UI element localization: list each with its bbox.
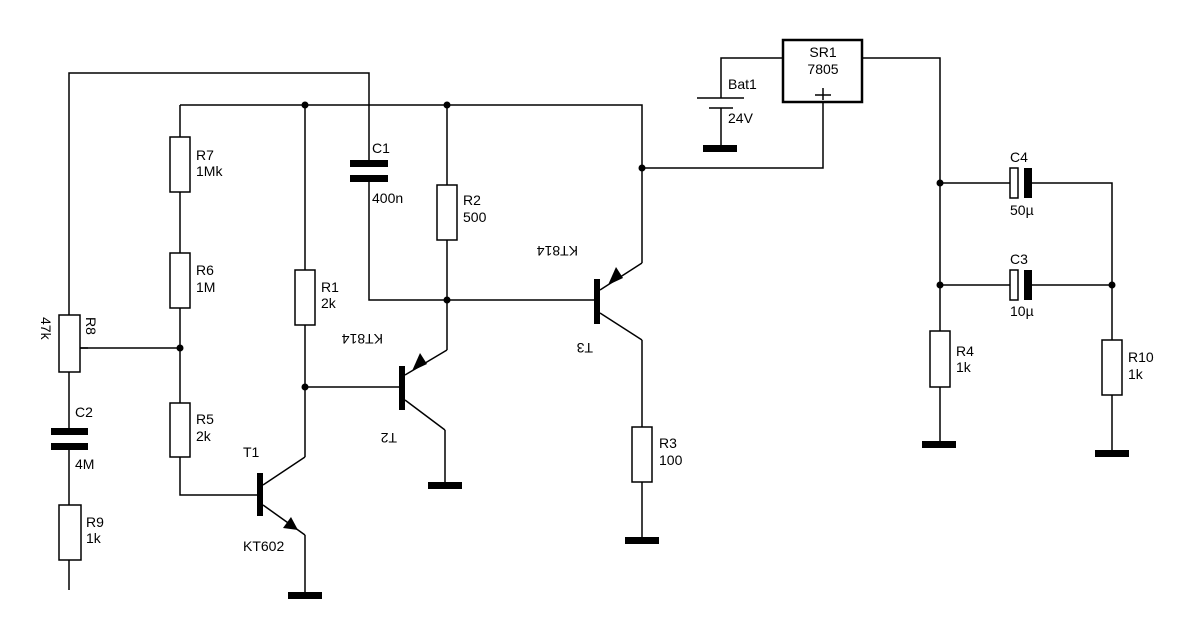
label-t3-value: KT814: [537, 243, 578, 259]
resistor-r4: [929, 330, 951, 388]
label-r10-value: 1k: [1128, 366, 1144, 382]
label-r9-name: R9: [86, 514, 104, 530]
label-c2-value: 4M: [75, 456, 94, 472]
label-t2-value: KT814: [342, 331, 383, 347]
label-r8-value: 47k: [38, 317, 54, 341]
resistor-r7: [169, 136, 191, 193]
junction-dot: [443, 101, 451, 109]
label-c1-name: C1: [372, 140, 390, 156]
ground-symbol: [922, 441, 956, 448]
label-r6-value: 1M: [196, 279, 215, 295]
ground-symbol: [1095, 450, 1129, 457]
label-sr1-value: 7805: [807, 61, 838, 77]
label-c4-value: 50µ: [1010, 202, 1034, 218]
capacitor-c4: [1009, 167, 1032, 199]
transistor-t2: [399, 349, 448, 431]
label-r4-name: R4: [956, 343, 974, 359]
resistor-r10: [1101, 339, 1123, 396]
label-c3-name: C3: [1010, 251, 1028, 267]
junction-dot: [176, 344, 184, 352]
label-r1-name: R1: [321, 279, 339, 295]
resistor-r9: [58, 504, 82, 561]
label-c2-name: C2: [75, 404, 93, 420]
label-c3-value: 10µ: [1010, 303, 1034, 319]
junction-dot: [443, 296, 451, 304]
junction-dot: [638, 164, 646, 172]
label-r7-name: R7: [196, 147, 214, 163]
junction-dot: [1108, 281, 1116, 289]
resistor-r2: [436, 184, 458, 241]
label-r8-name: R8: [83, 317, 99, 335]
label-r2-value: 500: [463, 209, 487, 225]
label-r3-name: R3: [659, 435, 677, 451]
capacitor-c3: [1009, 269, 1032, 301]
transistor-t3: [594, 262, 643, 341]
voltage-regulator-sr1: [781, 38, 864, 104]
resistor-r3: [631, 426, 653, 483]
label-c1-value: 400n: [372, 190, 403, 206]
label-r10-name: R10: [1128, 349, 1154, 365]
resistor-r1: [294, 269, 316, 326]
junctions: [176, 101, 1116, 391]
junction-dot: [936, 281, 944, 289]
label-r9-value: 1k: [86, 530, 102, 546]
ground-symbol: [288, 592, 322, 599]
label-r5-value: 2k: [196, 428, 212, 444]
label-t1-name: T1: [243, 444, 260, 460]
ground-symbol: [703, 145, 737, 152]
label-r2-name: R2: [463, 192, 481, 208]
battery-bat1: [697, 97, 744, 109]
label-t3-name: T3: [576, 340, 593, 356]
label-r6-name: R6: [196, 262, 214, 278]
component-labels: R7 1Mk R6 1M R5 2k R1 2k R2 500 R3 100 R…: [38, 44, 1154, 554]
label-c4-name: C4: [1010, 149, 1028, 165]
label-r5-name: R5: [196, 411, 214, 427]
label-t2-name: T2: [380, 430, 397, 446]
label-r7-value: 1Mk: [196, 163, 223, 179]
label-bat1-name: Bat1: [728, 76, 757, 92]
label-r4-value: 1k: [956, 359, 972, 375]
ground-symbol: [625, 537, 659, 544]
ground-symbol: [428, 482, 462, 489]
label-r3-value: 100: [659, 452, 683, 468]
label-bat1-value: 24V: [728, 110, 754, 126]
wires: [68, 57, 1113, 593]
junction-dot: [301, 101, 309, 109]
transistor-t1: [257, 456, 306, 536]
label-t1-value: KT602: [243, 538, 284, 554]
junction-dot: [301, 383, 309, 391]
junction-dot: [936, 179, 944, 187]
label-sr1-name: SR1: [809, 44, 836, 60]
capacitor-c1: [350, 160, 388, 182]
resistor-r5: [169, 402, 191, 458]
label-r1-value: 2k: [321, 295, 337, 311]
potentiometer-r8: [58, 314, 88, 373]
resistor-r6: [169, 252, 191, 309]
capacitor-c2: [51, 428, 88, 450]
